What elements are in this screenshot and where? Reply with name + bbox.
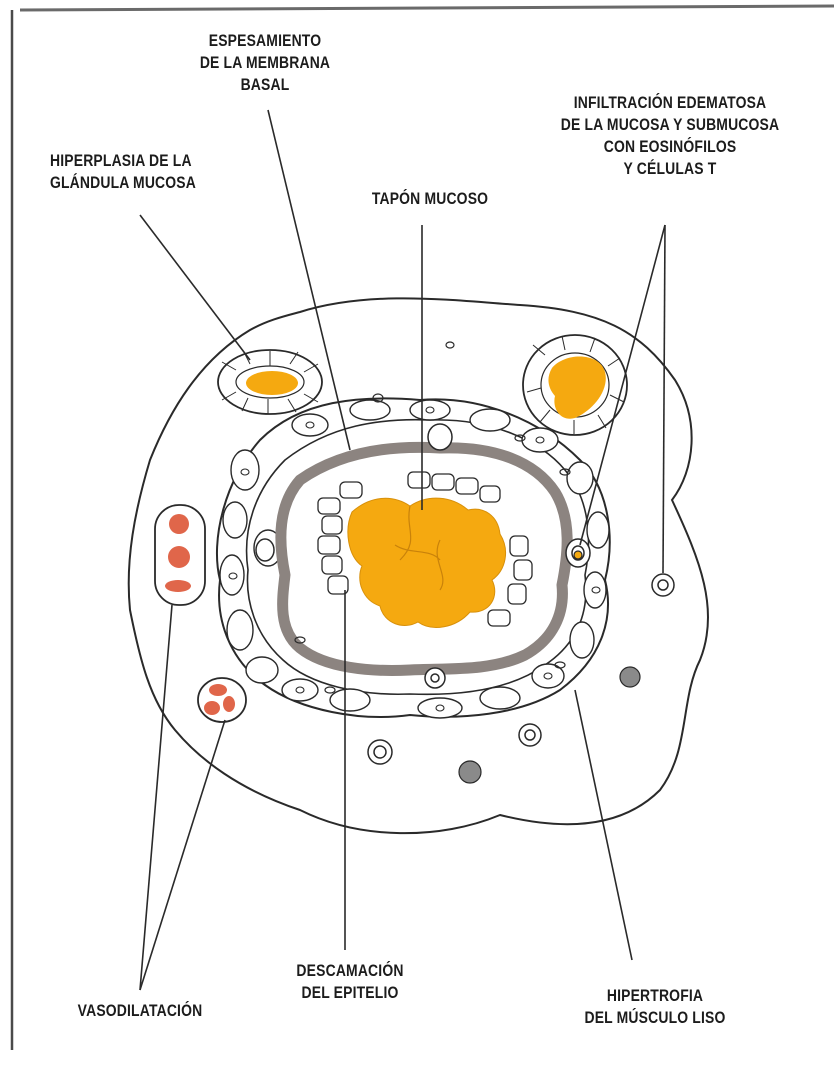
label-vasodilatacion: VASODILATACIÓN — [58, 1000, 222, 1022]
label-line: ESPESAMIENTO — [208, 31, 322, 50]
frame-top-line — [19, 4, 834, 12]
label-line: Y CÉLULAS T — [623, 159, 717, 178]
label-line: DEL MÚSCULO LISO — [584, 1008, 726, 1027]
label-hipertrofia-musculo-liso: HIPERTROFIA DEL MÚSCULO LISO — [561, 985, 750, 1029]
mucous-gland-right — [522, 334, 628, 436]
blood-vessel-lower — [197, 677, 247, 723]
leader-vasodilatacion-b — [139, 719, 226, 991]
leader-infiltracion-b — [662, 224, 666, 574]
submucosa-nuclei — [294, 341, 571, 694]
label-line: DESCAMACIÓN — [296, 961, 404, 980]
basement-membrane — [275, 441, 573, 676]
label-infiltracion-edematosa: INFILTRACIÓN EDEMATOSA DE LA MUCOSA Y SU… — [547, 92, 793, 180]
leader-lines — [139, 109, 666, 991]
leader-vasodilatacion-a — [139, 604, 173, 991]
mucous-gland-left — [217, 349, 323, 415]
label-line: CON EOSINÓFILOS — [603, 137, 737, 156]
label-tapon-mucoso: TAPÓN MUCOSO — [360, 188, 499, 210]
label-descamacion-epitelio: DESCAMACIÓN DEL EPITELIO — [272, 960, 428, 1004]
label-line: TAPÓN MUCOSO — [371, 189, 489, 208]
mucus-fold-lines — [394, 505, 444, 591]
leader-hipertrofia — [574, 689, 633, 961]
label-line: INFILTRACIÓN EDEMATOSA — [573, 93, 767, 112]
muscle-cell-nuclei — [228, 406, 601, 712]
blood-vessel-left — [154, 504, 206, 606]
leader-hiperplasia — [139, 214, 251, 361]
label-hiperplasia-glandula: HIPERPLASIA DE LA GLÁNDULA MUCOSA — [50, 150, 222, 194]
leader-espesamiento — [267, 109, 351, 451]
label-line: BASAL — [240, 75, 290, 94]
label-line: GLÁNDULA MUCOSA — [50, 173, 196, 192]
mucus-plug — [347, 497, 507, 628]
label-line: DEL EPITELIO — [301, 983, 399, 1002]
label-line: DE LA MUCOSA Y SUBMUCOSA — [560, 115, 780, 134]
label-line: DE LA MEMBRANA — [199, 53, 331, 72]
epithelium-cells — [317, 471, 533, 627]
eosinophils — [458, 550, 641, 784]
muscle-band-cells — [219, 399, 610, 719]
leader-infiltracion-a — [579, 224, 666, 546]
label-espesamiento-membrana-basal: ESPESAMIENTO DE LA MEMBRANA BASAL — [187, 30, 343, 96]
label-line: HIPERPLASIA DE LA — [50, 151, 192, 170]
smooth-muscle-ring — [216, 397, 611, 718]
label-line: VASODILATACIÓN — [77, 1001, 203, 1020]
label-line: HIPERTROFIA — [606, 986, 704, 1005]
